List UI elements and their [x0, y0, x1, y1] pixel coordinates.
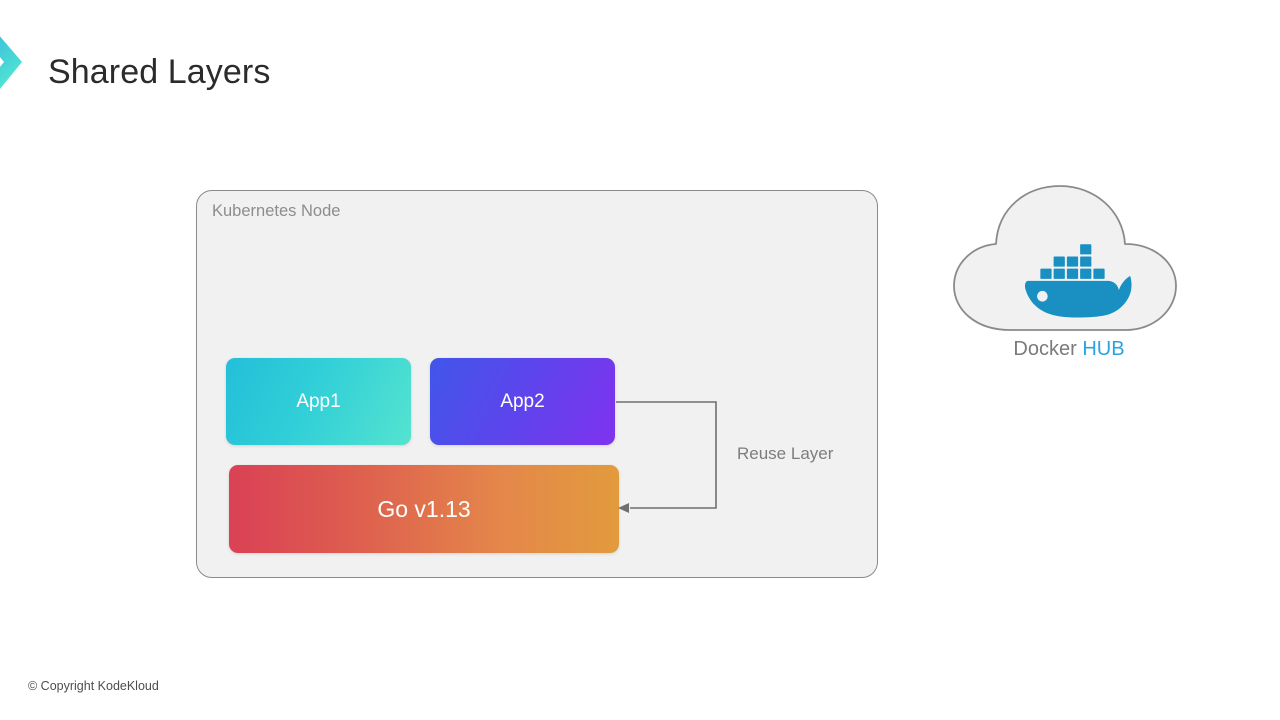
docker-caption-accent: HUB: [1082, 338, 1125, 360]
kubernetes-node-label: Kubernetes Node: [212, 202, 341, 220]
page-title: Shared Layers: [48, 53, 271, 91]
app1-label: App1: [296, 390, 341, 412]
docker-hub-cloud: [950, 182, 1188, 337]
app2-block: App2: [430, 358, 615, 445]
reuse-layer-connector-arrow: [612, 390, 732, 520]
app1-block: App1: [226, 358, 411, 445]
docker-caption-primary: Docker: [1013, 338, 1077, 360]
docker-whale-icon: [1025, 244, 1132, 318]
go-runtime-block: Go v1.13: [229, 465, 619, 553]
go-runtime-label: Go v1.13: [377, 495, 471, 522]
docker-hub-caption: Docker HUB: [950, 338, 1188, 361]
footer-copyright: © Copyright KodeKloud: [28, 679, 159, 693]
app2-label: App2: [500, 390, 545, 412]
brand-chevron-icon: [0, 18, 34, 110]
reuse-layer-label: Reuse Layer: [737, 444, 834, 463]
